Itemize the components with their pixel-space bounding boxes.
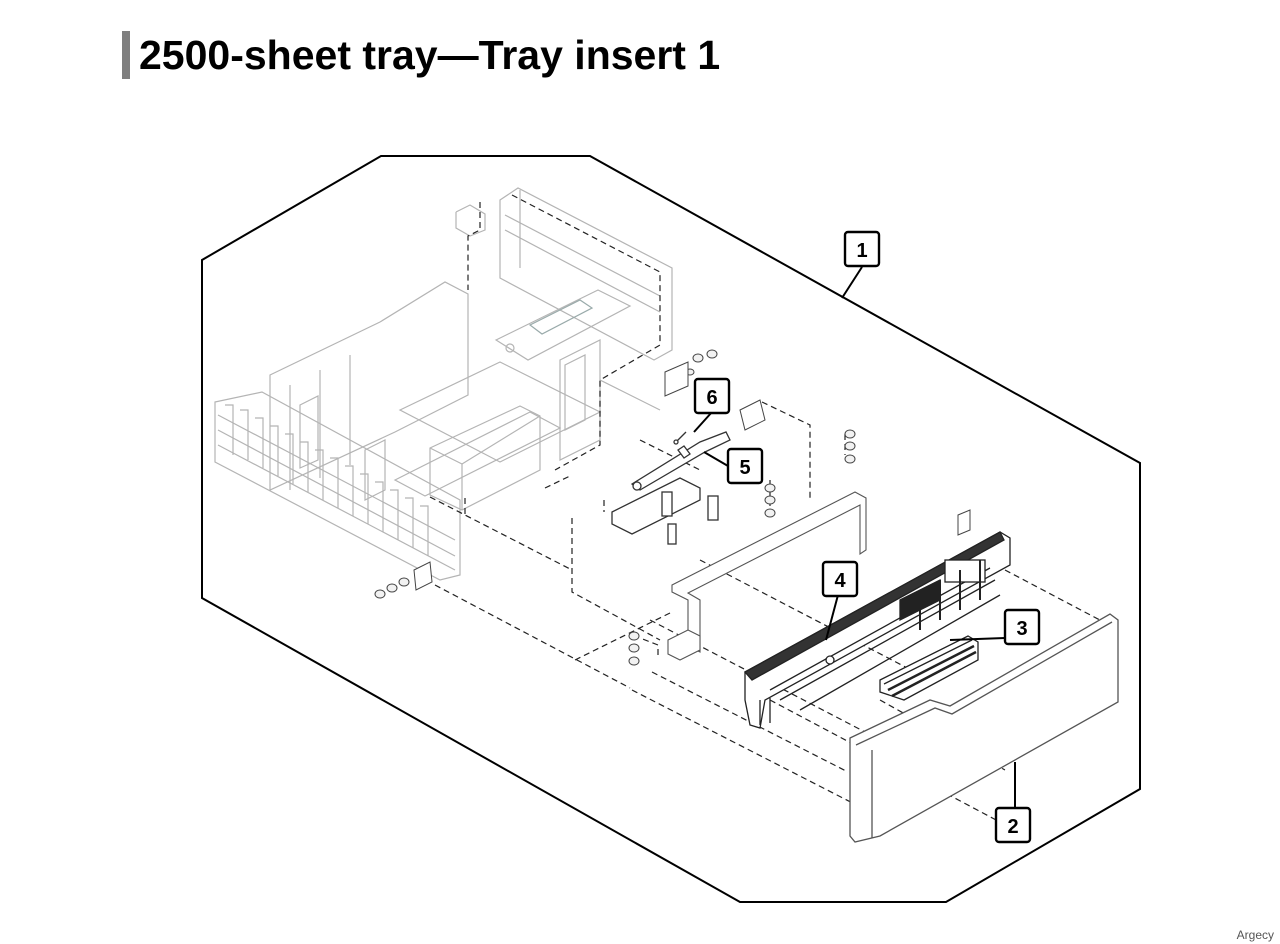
assembly-boundary xyxy=(201,155,1141,903)
callout-6: 6 xyxy=(693,377,731,415)
callout-1: 1 xyxy=(843,230,881,268)
side-bracket xyxy=(667,491,867,661)
callout-5: 5 xyxy=(726,447,764,485)
actuator-lever-part xyxy=(611,431,731,545)
page-title: 2500-sheet tray—Tray insert 1 xyxy=(139,32,721,78)
watermark: Argecy xyxy=(1236,928,1274,942)
callout-2: 2 xyxy=(994,806,1032,844)
svg-text:5: 5 xyxy=(739,457,750,479)
tray-handle-part xyxy=(879,635,979,701)
title-accent-bar xyxy=(122,31,130,79)
svg-text:3: 3 xyxy=(1016,618,1027,640)
exploded-view-guides xyxy=(429,194,1116,839)
tray-frame-illustration xyxy=(214,187,673,581)
front-cover-part xyxy=(849,613,1119,843)
tray-insert-rail xyxy=(743,531,1011,729)
small-brackets xyxy=(413,361,971,591)
svg-text:6: 6 xyxy=(706,387,717,409)
svg-text:4: 4 xyxy=(834,570,846,592)
callout-4: 4 xyxy=(821,560,859,598)
svg-text:1: 1 xyxy=(856,240,867,262)
screws-hardware xyxy=(374,349,856,666)
callout-3: 3 xyxy=(1003,608,1041,646)
callout-leaders xyxy=(693,266,1016,808)
svg-text:2: 2 xyxy=(1007,816,1018,838)
